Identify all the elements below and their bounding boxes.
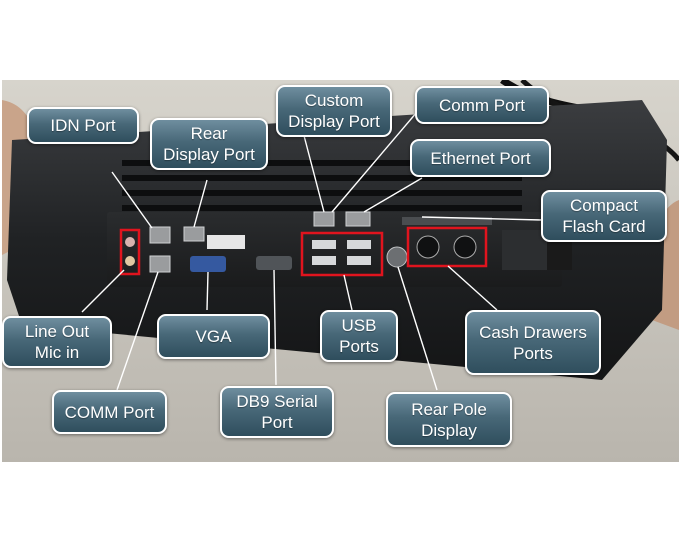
pos-terminal-rear-photo: IDN Port Rear Display Port Custom Displa… bbox=[2, 80, 679, 462]
leader-vga bbox=[206, 271, 209, 311]
vga-connector bbox=[190, 256, 226, 272]
callout-idn-port: IDN Port bbox=[27, 107, 139, 144]
callout-db9-serial-port: DB9 Serial Port bbox=[220, 386, 334, 438]
callout-cash-drawers-ports: Cash Drawers Ports bbox=[465, 310, 601, 375]
audio-highlight-box bbox=[119, 228, 141, 276]
callout-comm-port-bottom: COMM Port bbox=[52, 390, 167, 434]
white-connector bbox=[207, 235, 245, 249]
leader-usb bbox=[343, 274, 353, 311]
leader-line-out bbox=[81, 269, 125, 313]
ethernet-jack bbox=[345, 211, 371, 227]
custom-display-jack bbox=[313, 211, 335, 227]
comm-jack bbox=[149, 255, 171, 273]
leader-compact-flash bbox=[421, 216, 543, 221]
usb-highlight-box bbox=[300, 231, 384, 277]
callout-vga: VGA bbox=[157, 314, 270, 359]
cable-plug bbox=[547, 240, 572, 270]
leader-idn bbox=[111, 171, 153, 229]
cash-drawer-highlight-box bbox=[406, 226, 488, 268]
callout-custom-display-port: Custom Display Port bbox=[276, 85, 392, 137]
rear-pole-port bbox=[386, 246, 408, 268]
leader-comm-bottom bbox=[116, 271, 159, 391]
leader-db9 bbox=[273, 269, 277, 386]
callout-ethernet-port: Ethernet Port bbox=[410, 139, 551, 177]
cash-drawer-port-2 bbox=[453, 235, 477, 259]
right-connector-block bbox=[502, 230, 547, 270]
callout-rear-pole-display: Rear Pole Display bbox=[386, 392, 512, 447]
mic-in-jack bbox=[125, 256, 135, 266]
db9-connector bbox=[256, 256, 292, 270]
leader-rear-display bbox=[193, 179, 208, 228]
leader-ethernet bbox=[363, 177, 423, 213]
idn-jack bbox=[149, 226, 171, 244]
callout-line-out-mic-in: Line Out Mic in bbox=[2, 316, 112, 368]
callout-rear-display-port: Rear Display Port bbox=[150, 118, 268, 170]
cash-drawer-port-1 bbox=[416, 235, 440, 259]
leader-custom-display bbox=[301, 127, 325, 213]
rear-display-jack bbox=[183, 226, 205, 242]
callout-comm-port-top: Comm Port bbox=[415, 86, 549, 124]
callout-compact-flash-card: Compact Flash Card bbox=[541, 190, 667, 242]
line-out-jack bbox=[125, 237, 135, 247]
leader-rear-pole bbox=[397, 266, 438, 391]
callout-usb-ports: USB Ports bbox=[320, 310, 398, 362]
leader-comm-top bbox=[331, 111, 418, 213]
leader-cash-drawer bbox=[447, 265, 498, 311]
compact-flash-slot bbox=[402, 217, 492, 225]
